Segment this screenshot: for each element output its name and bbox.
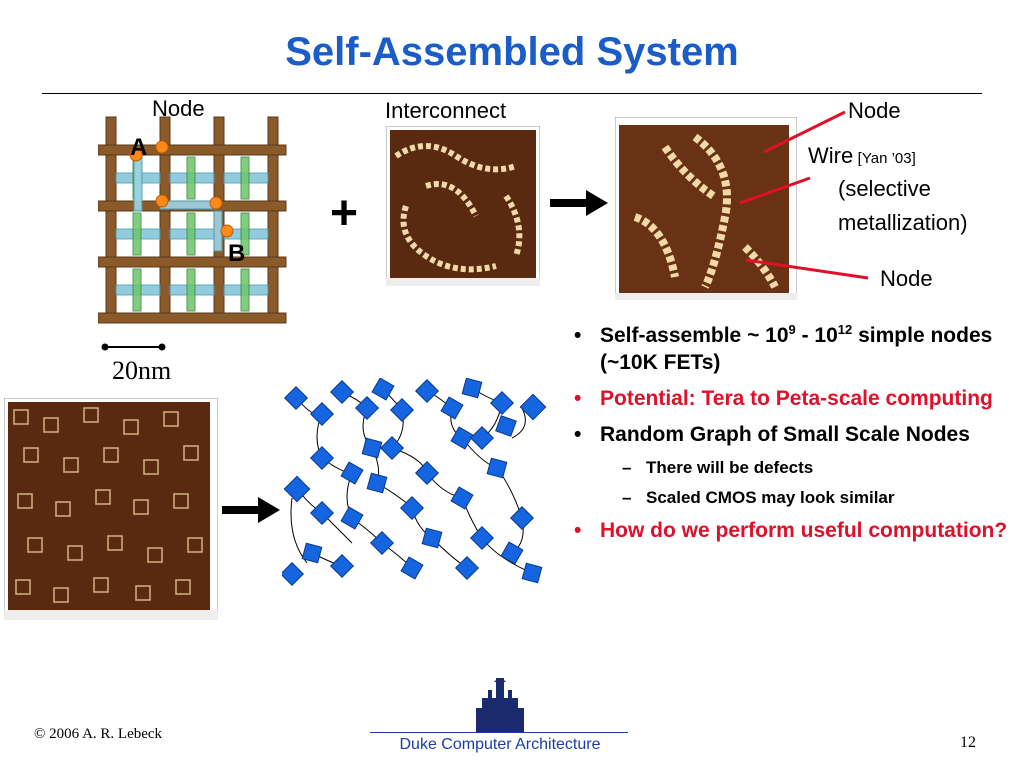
bullet-text: How do we perform useful computation? [600, 519, 1008, 542]
bullet-text: Random Graph of Small Scale Nodes [600, 423, 970, 446]
metallization-label: metallization) [838, 210, 968, 235]
copyright-footer: © 2006 A. R. Lebeck [34, 726, 163, 742]
slide-title: Self-Assembled System [285, 30, 739, 74]
exponent: 9 [788, 322, 796, 337]
node-label-top: Node [152, 96, 205, 121]
bullet-text: Potential: Tera to Peta-scale computing [600, 387, 993, 410]
large-scale-afm-image [4, 398, 218, 620]
node-pointer-arrows [739, 110, 869, 280]
bullet-potential: • Potential: Tera to Peta-scale computin… [562, 385, 1022, 412]
sub-bullet-defects: – There will be defects [562, 457, 1022, 479]
bullet-dot: • [574, 324, 582, 347]
bullet-random-graph: • Random Graph of Small Scale Nodes [562, 421, 1022, 448]
bullet-text-part: simple nodes (~10K FETs) [600, 324, 993, 374]
point-b-label: B [228, 240, 246, 267]
bullet-dot: • [574, 387, 582, 410]
sub-bullet-dash: – [622, 458, 632, 477]
footer-organization: Duke Computer Architecture [399, 736, 601, 753]
selective-label: (selective [838, 176, 931, 201]
bullet-text-part: Self-assemble ~ 10 [600, 324, 789, 347]
node-label-right-bottom: Node [880, 266, 933, 291]
page-number: 12 [960, 734, 976, 751]
sub-bullet-cmos: – Scaled CMOS may look similar [562, 487, 1022, 509]
bullet-dot: • [574, 423, 582, 446]
wire-reference: [Yan ’03] [857, 150, 916, 167]
random-node-graph [282, 378, 547, 587]
point-a-label: A [130, 134, 148, 161]
duke-chapel-logo [476, 678, 524, 732]
bullet-list: • Self-assemble ~ 109 - 1012 simple node… [562, 322, 1022, 553]
bullet-self-assemble: • Self-assemble ~ 109 - 1012 simple node… [562, 322, 1022, 376]
title-divider [42, 93, 982, 94]
interconnect-afm-image [386, 126, 540, 286]
sub-bullet-dash: – [622, 488, 632, 507]
scale-bar [101, 343, 166, 351]
interconnect-label: Interconnect [385, 98, 507, 123]
wire-label: Wire [Yan ’03] [808, 143, 916, 169]
wire-text: Wire [808, 143, 854, 168]
lattice-diagram [98, 116, 287, 324]
wire-afm-image [615, 117, 797, 300]
bullet-text-part: - 10 [795, 324, 838, 347]
arrow-icon [550, 190, 608, 216]
node-label-right-top: Node [848, 98, 901, 123]
scale-label: 20nm [112, 356, 172, 385]
footer-divider [370, 732, 628, 733]
sub-bullet-text: Scaled CMOS may look similar [646, 488, 895, 507]
sub-bullet-text: There will be defects [646, 458, 814, 477]
arrow-icon-bottom [222, 497, 280, 523]
bullet-useful-computation: • How do we perform useful computation? [562, 517, 1022, 544]
plus-sign: + [330, 187, 359, 240]
exponent: 12 [837, 322, 853, 337]
bullet-dot: • [574, 519, 582, 542]
